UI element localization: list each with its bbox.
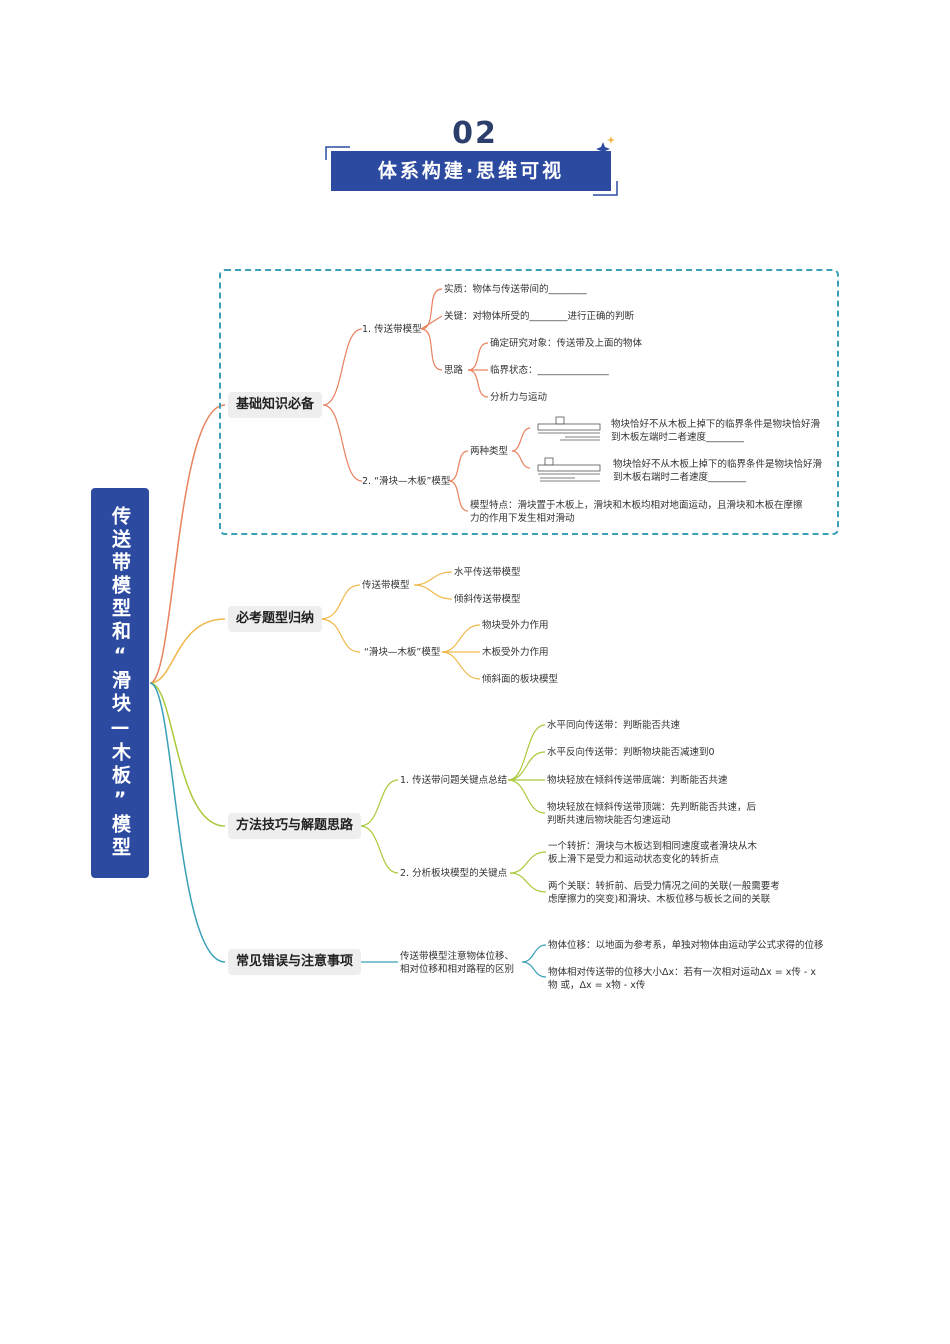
node-key: 关键：对物体所受的________进行正确的判断 — [444, 311, 635, 322]
node-conveyor-model: 1. 传送带模型 — [362, 324, 422, 335]
node-block-external-force: 物块受外力作用 — [482, 620, 549, 631]
node-relative-displacement: 物体相对传送带的位移大小Δx：若有一次相对运动Δx = x传 - x物 或，Δx… — [548, 967, 816, 991]
node-conveyor-keypoints: 1. 传送带问题关键点总结 — [400, 775, 508, 786]
slider-board-diagram-1 — [537, 416, 601, 441]
node-conveyor: 传送带模型 — [362, 580, 410, 591]
branch-methods: 方法技巧与解题思路 — [228, 813, 362, 839]
node-essence: 实质：物体与传送带间的________ — [444, 284, 587, 295]
node-horizontal-conveyor: 水平传送带模型 — [454, 567, 521, 578]
node-opposite-direction: 水平反向传送带：判断物块能否减速到0 — [547, 747, 715, 758]
section-number: 02 — [452, 116, 498, 151]
branch-common-errors: 常见错误与注意事项 — [228, 949, 362, 975]
node-board-external-force: 木板受外力作用 — [482, 647, 549, 658]
root-node: 传送带模型和“滑块—木板”模型 — [91, 488, 149, 878]
node-force-motion: 分析力与运动 — [490, 392, 548, 403]
node-two-types: 两种类型 — [470, 446, 509, 457]
node-object-displacement: 物体位移：以地面为参考系，单独对物体由运动学公式求得的位移 — [548, 940, 824, 951]
highlight-box — [219, 269, 839, 535]
node-critical-state: 临界状态：_______________ — [490, 365, 609, 376]
node-displacement-note: 传送带模型注意物体位移、相对位移和相对路程的区别 — [400, 951, 515, 975]
section-banner: 体系构建·思维可视 — [331, 151, 611, 191]
node-model-feature: 模型特点：滑块置于木板上，滑块和木板均相对地面运动，且滑块和木板在摩擦力的作用下… — [470, 500, 803, 524]
node-approach: 思路 — [444, 365, 464, 376]
slider-board-diagram-2 — [537, 457, 601, 482]
node-same-direction: 水平同向传送带：判断能否共速 — [547, 720, 681, 731]
node-board-keypoints: 2. 分析板块模型的关键点 — [400, 868, 508, 879]
node-inclined-conveyor: 倾斜传送带模型 — [454, 594, 521, 605]
node-slider-board: “滑块—木板”模型 — [364, 647, 441, 658]
node-one-turning-point: 一个转折：滑块与木板达到相同速度或者滑块从木板上滑下是受力和运动状态变化的转折点 — [548, 841, 758, 865]
node-type-1: 物块恰好不从木板上掉下的临界条件是物块恰好滑到木板左端时二者速度________ — [611, 419, 821, 443]
node-inclined-top: 物块轻放在倾斜传送带顶端：先判断能否共速，后判断共速后物块能否匀速运动 — [547, 802, 757, 826]
node-slider-board-model: 2. “滑块—木板”模型 — [362, 476, 451, 487]
node-type-2: 物块恰好不从木板上掉下的临界条件是物块恰好滑到木板右端时二者速度________ — [613, 459, 823, 483]
node-inclined-plate: 倾斜面的板块模型 — [482, 674, 559, 685]
node-inclined-bottom: 物块轻放在倾斜传送带底端：判断能否共速 — [547, 775, 728, 786]
node-research-object: 确定研究对象：传送带及上面的物体 — [490, 338, 643, 349]
branch-exam-types: 必考题型归纳 — [228, 606, 323, 632]
node-two-relations: 两个关联：转折前、后受力情况之间的关联(一般需要考虑摩擦力的突变)和滑块、木板位… — [548, 881, 780, 905]
branch-basic-knowledge: 基础知识必备 — [228, 392, 323, 418]
